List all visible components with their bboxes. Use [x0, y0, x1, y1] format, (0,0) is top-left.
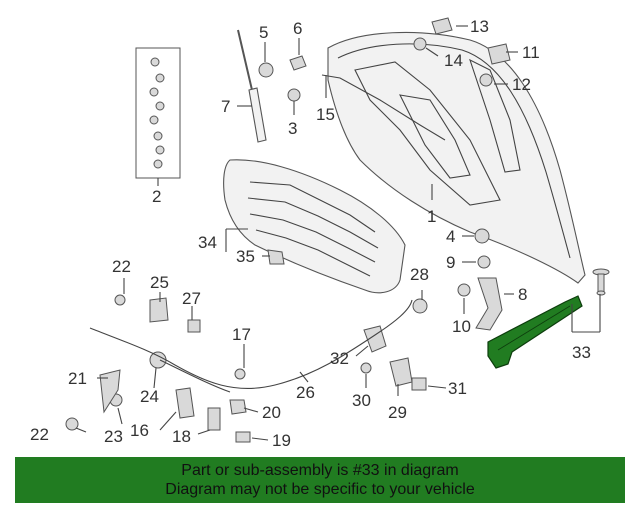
callout-28: 28 [410, 265, 429, 284]
notice-banner: Part or sub-assembly is #33 in diagram D… [15, 457, 625, 503]
callout-34: 34 [198, 233, 217, 252]
bolt-set [135, 47, 181, 179]
callout-25: 25 [150, 273, 169, 292]
callout-2: 2 [152, 187, 161, 206]
callout-3: 3 [288, 119, 297, 138]
callout-30: 30 [352, 391, 371, 410]
release-cable [89, 299, 413, 393]
callout-18: 18 [172, 427, 191, 446]
callout-35: 35 [236, 247, 255, 266]
leader-lines [75, 25, 601, 441]
callout-23: 23 [104, 427, 123, 446]
callout-5: 5 [259, 23, 268, 42]
callout-21: 21 [68, 369, 87, 388]
part-33-clip [592, 268, 610, 296]
hood-insulator [223, 159, 406, 294]
callout-11: 11 [522, 43, 540, 62]
callout-labels: 1 2 3 4 5 6 7 8 9 10 11 12 13 14 15 16 1… [30, 17, 591, 450]
callout-22-lower: 22 [30, 425, 49, 444]
callout-12: 12 [512, 75, 531, 94]
callout-26-27-area: 27 [182, 289, 201, 308]
callout-6: 6 [293, 19, 302, 38]
callout-14: 14 [444, 51, 463, 70]
gas-strut [237, 29, 267, 143]
callout-10: 10 [452, 317, 471, 336]
callout-8: 8 [518, 285, 527, 304]
callout-1: 1 [427, 207, 436, 226]
callout-24: 24 [140, 387, 159, 406]
callout-15: 15 [316, 105, 335, 124]
notice-line-2: Diagram may not be specific to your vehi… [165, 481, 475, 498]
small-parts [65, 17, 511, 443]
callout-33: 33 [572, 343, 591, 362]
callout-22-upper: 22 [112, 257, 131, 276]
callout-20: 20 [262, 403, 281, 422]
callout-17: 17 [232, 325, 251, 344]
part-33-highlighted [487, 295, 583, 369]
callout-26: 26 [296, 383, 315, 402]
callout-16: 16 [130, 421, 149, 440]
callout-4: 4 [446, 227, 455, 246]
callout-9: 9 [446, 253, 455, 272]
callout-32: 32 [330, 349, 349, 368]
callout-31: 31 [448, 379, 467, 398]
callout-7: 7 [221, 97, 230, 116]
callout-13: 13 [470, 17, 489, 36]
notice-line-1: Part or sub-assembly is #33 in diagram [181, 462, 459, 479]
callout-29: 29 [388, 403, 407, 422]
hood-panel [321, 31, 586, 284]
callout-19: 19 [272, 431, 291, 450]
